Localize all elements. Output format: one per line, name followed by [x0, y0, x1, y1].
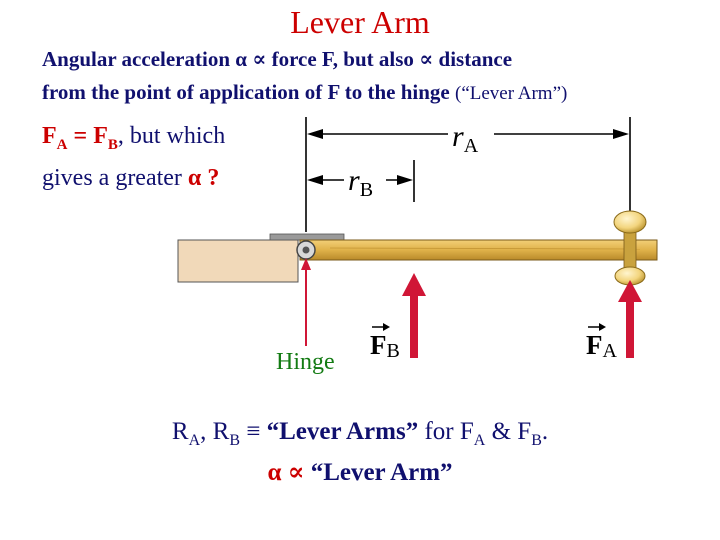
knob-stem [623, 227, 637, 273]
r-b-arrowhead-right [397, 175, 413, 185]
question-line-2-text: gives a greater [42, 164, 188, 191]
summary-lever-arm: “Lever Arm” [310, 459, 453, 486]
intro-line-2-main: from the point of application of F to th… [42, 80, 450, 104]
summary-for-fa: for F [418, 418, 474, 445]
hinge-plate [269, 233, 345, 241]
question-line-2: gives a greater α ? [42, 162, 225, 195]
r-b-arrowhead-left [307, 175, 323, 185]
summary-line-1: RA, RB ≡ “Lever Arms” for FA & FB. [0, 416, 720, 457]
lever-board [299, 239, 658, 261]
r-a-label: rA [452, 120, 479, 157]
summary-rb-sub: B [229, 432, 240, 449]
intro-line-2-paren: (“Lever Arm”) [455, 83, 568, 104]
force-b-label: FB [370, 323, 400, 362]
door-frame-block [177, 239, 299, 283]
summary-equiv: ≡ [240, 418, 267, 445]
question-rest-1: , but which [117, 123, 226, 149]
summary-ra-sub: A [188, 432, 201, 449]
question-line-1: FA = FB, but which [42, 120, 225, 162]
intro-line-2: from the point of application of F to th… [42, 80, 567, 105]
summary-period: . [541, 418, 549, 445]
summary-alpha: α ∝ [267, 459, 311, 486]
hinge-label: Hinge [276, 349, 335, 375]
summary-rb: , R [200, 418, 230, 445]
intro-line-1: Angular acceleration α ∝ force F, but al… [42, 47, 513, 71]
force-a-vector-mark-head [599, 323, 606, 331]
summary-quote: “Lever Arms” [266, 418, 419, 445]
summary-text: RA, RB ≡ “Lever Arms” for FA & FB. α ∝ “… [0, 416, 720, 489]
r-a-arrowhead-left [307, 129, 323, 139]
summary-line-2: α ∝ “Lever Arm” [0, 457, 720, 489]
question-fa: F [42, 123, 57, 149]
force-b-head [402, 273, 426, 296]
board-grain [329, 247, 641, 250]
force-b-shaft [410, 294, 418, 358]
summary-fa-sub: A [473, 432, 486, 449]
question-fb: F [93, 123, 108, 149]
r-b-label: rB [348, 164, 373, 201]
question-fb-sub: B [107, 136, 118, 153]
question-text: FA = FB, but which gives a greater α ? [42, 120, 225, 195]
svg-text:FA: FA [586, 330, 618, 362]
hinge-pin-center [302, 246, 310, 254]
question-alpha: α ? [187, 164, 220, 191]
door-knob [613, 210, 647, 286]
force-a-head [618, 280, 642, 302]
svg-text:FB: FB [370, 330, 400, 362]
force-a-label: FA [586, 323, 618, 362]
force-b-vector-mark-head [383, 323, 390, 331]
r-a-arrowhead-right [613, 129, 629, 139]
force-a-shaft [626, 300, 634, 358]
question-fa-sub: A [56, 136, 68, 153]
summary-amp-fb: & F [485, 418, 532, 445]
knob-top [613, 210, 647, 234]
summary-ra: R [171, 418, 189, 445]
page-title: Lever Arm [290, 4, 430, 40]
summary-fb-sub: B [531, 432, 542, 449]
question-eq: = [67, 123, 94, 149]
hinge-pointer-head [301, 258, 311, 270]
